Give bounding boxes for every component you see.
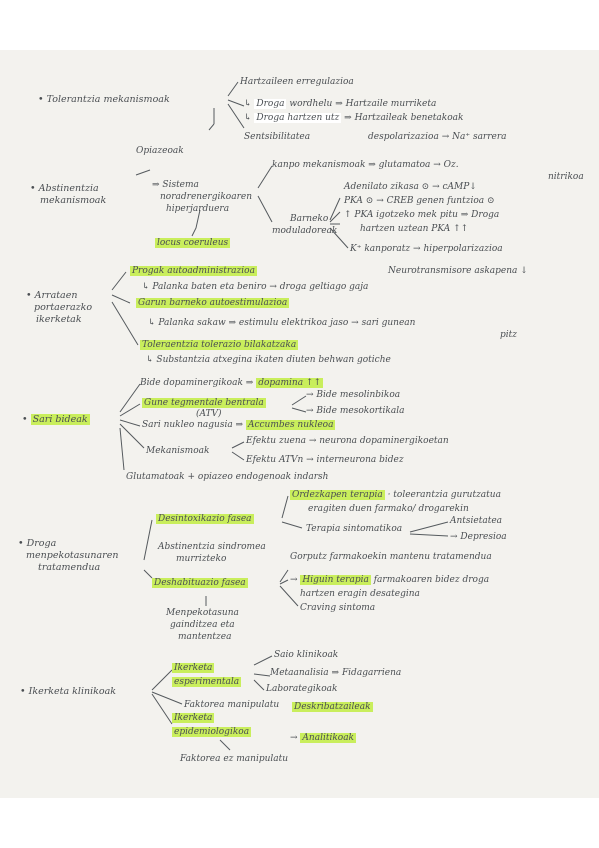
node-deskribatzaileak: Deskribatzaileak bbox=[292, 702, 373, 712]
node-nitrikoa: nitrikoa bbox=[548, 172, 584, 182]
section-title-abstinentzia-2: mekanismoak bbox=[40, 195, 107, 206]
label-opiazeoak: Opiazeoak bbox=[136, 146, 184, 156]
node-pka-igotzeko: ↑ PKA igotzeko mek pitu ⇒ Droga bbox=[344, 210, 500, 220]
section-title-abstinentzia: • Abstinentzia bbox=[30, 183, 99, 194]
node-sistema-2: noradrenergikoaren bbox=[160, 192, 252, 202]
node-mekanismoak: Mekanismoak bbox=[146, 446, 210, 456]
node-moduladoreak: moduladoreak bbox=[272, 226, 338, 236]
node-ikerketa-epidemiologikoa-2: epidemiologikoa bbox=[172, 727, 252, 737]
node-craving: Craving sintoma bbox=[300, 603, 376, 613]
node-saio-klinikoak: Saio klinikoak bbox=[274, 650, 339, 660]
node-ordezkapen-2: eragiten duen farmako/ drogarekin bbox=[308, 504, 469, 514]
node-neurotransmisore: Neurotransmisore askapena ↓ bbox=[388, 266, 528, 276]
node-pitz: pitz bbox=[500, 330, 517, 340]
node-adenilato: Adenilato zikasa ⊙ → cAMP↓ bbox=[344, 182, 477, 192]
node-k-kanporatz: K⁺ kanporatz → hiperpolarizazioa bbox=[350, 244, 503, 254]
node-sistema-3: hiperjarduera bbox=[166, 204, 230, 214]
node-sistema: ⇒ Sistema bbox=[152, 180, 199, 190]
node-desintoxikazio: Desintoxikazio fasea bbox=[156, 514, 254, 524]
node-mesokortikala: → Bide mesokortikala bbox=[306, 406, 405, 416]
node-laborategikoak: Laborategikoak bbox=[266, 684, 338, 694]
node-depresioa: → Depresioa bbox=[450, 532, 507, 542]
node-hartzaile-erregulazioa: Hartzaileen erregulazioa bbox=[240, 77, 354, 87]
node-barneko: Barneko bbox=[290, 214, 329, 224]
node-locus-coeruleus: locus coeruleus bbox=[155, 238, 231, 248]
node-menpekotasuna-3: mantentzea bbox=[178, 632, 232, 642]
node-pka: PKA ⊙ → CREB genen funtzioa ⊙ bbox=[344, 196, 495, 206]
node-sintomatikoa: Terapia sintomatikoa bbox=[306, 524, 403, 534]
node-droga-hartzen: ↳ Droga hartzen utz ⇒ Hartzaileak beneta… bbox=[244, 113, 464, 123]
node-glutamatoak: Glutamatoak + opiazeo endogenoak indarsh bbox=[126, 472, 329, 482]
node-tolerazio: Toleraentzia tolerazio bilakatzaka bbox=[140, 340, 299, 350]
section-title-arrataen-2: portaerazko bbox=[34, 302, 93, 313]
node-abstinentzia-sindromea: Abstinentzia sindromea bbox=[158, 542, 266, 552]
node-substantzia: ↳ Substantzia atxegina ikaten diuten beh… bbox=[146, 355, 391, 365]
node-higuin-terapia: → Higuin terapia farmakoaren bidez droga bbox=[290, 575, 490, 585]
node-abstinentzia-sindromea-2: murrizteko bbox=[176, 554, 227, 564]
section-title-droga-2: menpekotasunaren bbox=[26, 550, 119, 561]
node-atv: Gune tegmentale bentrala bbox=[142, 398, 266, 408]
node-analitikoak: → Analitikoak bbox=[290, 733, 357, 743]
node-hartzen-uztean: hartzen uztean PKA ↑↑ bbox=[360, 224, 469, 234]
node-menpekotasuna-2: gainditzea eta bbox=[170, 620, 235, 630]
node-efektu-atvn: Efektu ATVn → interneurona bidez bbox=[246, 455, 404, 465]
node-mesolinbikoa: → Bide mesolinbikoa bbox=[306, 390, 401, 400]
section-title-ikerketa: • Ikerketa klinikoak bbox=[20, 686, 117, 697]
node-palanka-1: ↳ Palanka baten eta beniro → droga gelti… bbox=[142, 282, 369, 292]
node-autoestimulazioa: Garun barneko autoestimulazioa bbox=[136, 298, 290, 308]
node-deshabituazio: Deshabituazio fasea bbox=[152, 578, 248, 588]
node-ikerketa-epidemiologikoa: Ikerketa bbox=[172, 713, 215, 723]
node-sentsibilitatea: Sentsibilitatea bbox=[244, 132, 311, 142]
node-droga: ↳ Droga wordhelu ⇒ Hartzaile murriketa bbox=[244, 99, 437, 109]
node-atv-2: (ATV) bbox=[196, 409, 222, 419]
section-title-droga: • Droga bbox=[18, 538, 57, 549]
section-title-tolerantzia: • Tolerantzia mekanismoak bbox=[38, 94, 170, 105]
section-title-arrataen: • Arrataen bbox=[26, 290, 78, 301]
node-ikerketa-esperimentala: Ikerketa bbox=[172, 663, 215, 673]
node-kanpo-mekanismoak: kanpo mekanismoak ⇒ glutamatoa → Oz. bbox=[272, 160, 459, 170]
node-faktorea-manipulatu: Faktorea manipulatu bbox=[184, 700, 280, 710]
node-palanka-2: ↳ Palanka sakaw ⇒ estimulu elektrikoa ja… bbox=[148, 318, 416, 328]
section-title-sari-bideak: • Sari bideak bbox=[22, 414, 90, 425]
node-efektu-zuena: Efektu zuena → neurona dopaminergikoetan bbox=[246, 436, 449, 446]
node-higuin-terapia-2: hartzen eragin desategina bbox=[300, 589, 420, 599]
node-faktorea-ez-manipulatu: Faktorea ez manipulatu bbox=[180, 754, 289, 764]
node-menpekotasuna: Menpekotasuna bbox=[166, 608, 239, 618]
node-ikerketa-esperimentala-2: esperimentala bbox=[172, 677, 242, 687]
node-sari-nukleo: Sari nukleo nagusia ⇒ Accumbes nukleoa bbox=[142, 420, 336, 430]
node-despolarizazioa: despolarizazioa → Na⁺ sarrera bbox=[368, 132, 507, 142]
node-antsietatea: Antsietatea bbox=[450, 516, 503, 526]
section-title-arrataen-3: ikerketak bbox=[36, 314, 82, 325]
node-metaanalisia: Metaanalisia ⇒ Fidagarriena bbox=[270, 668, 402, 678]
node-autoadministrazioa: Progak autoadministrazioa bbox=[130, 266, 257, 276]
node-ordezkapen: Ordezkapen terapia · toleerantzia gurutz… bbox=[290, 490, 501, 500]
node-mantenu-tratamendua: Gorputz farmakoekin mantenu tratamendua bbox=[290, 552, 492, 562]
node-bide-dopaminergikoak: Bide dopaminergikoak ⇒ dopamina ↑↑ bbox=[140, 378, 324, 388]
section-title-droga-3: tratamendua bbox=[38, 562, 101, 573]
